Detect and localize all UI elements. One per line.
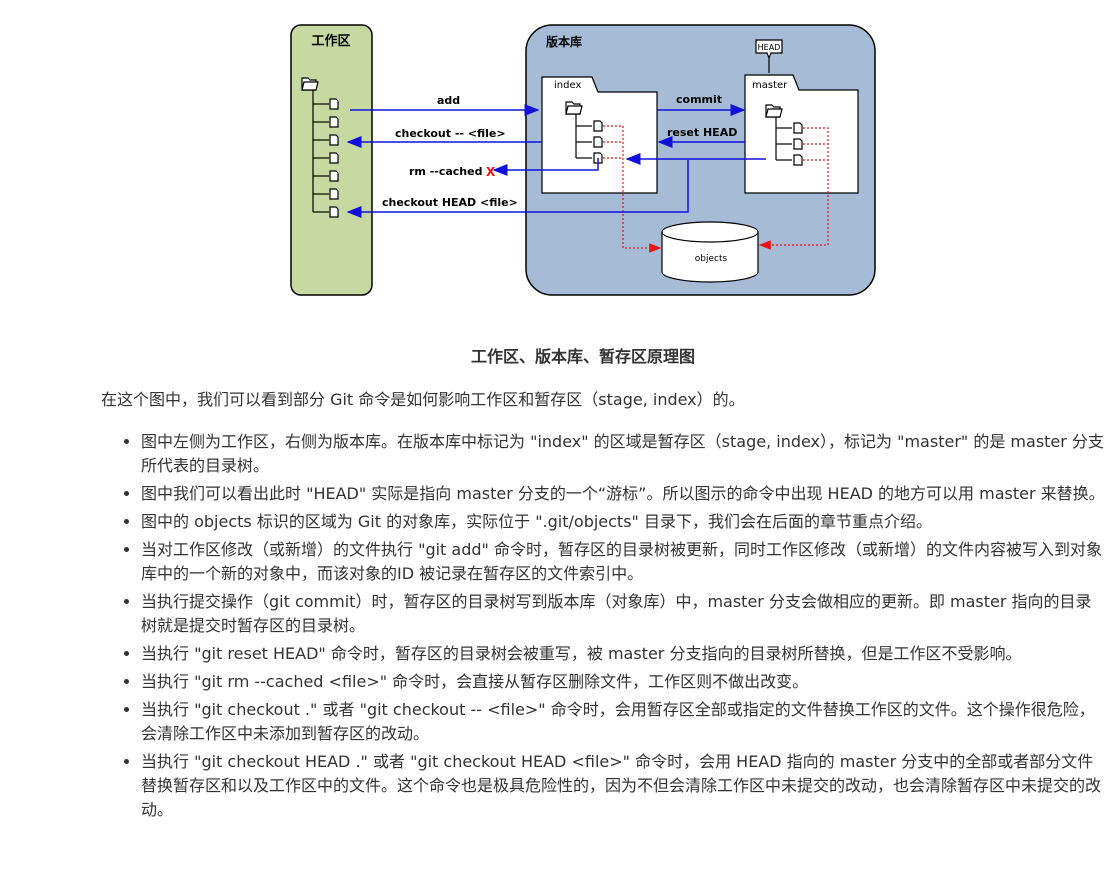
workspace-tree xyxy=(301,77,339,218)
add-label: add xyxy=(437,94,460,107)
explanation-list: 图中左侧为工作区，右侧为版本库。在版本库中标记为 "index" 的区域是暂存区… xyxy=(101,430,1106,826)
list-item: 当执行 "git reset HEAD" 命令时，暂存区的目录树会被重写，被 m… xyxy=(141,642,1106,666)
list-item: 当执行提交操作（git commit）时，暂存区的目录树写到版本库（对象库）中，… xyxy=(141,590,1106,638)
master-folder xyxy=(744,74,859,194)
list-item: 当执行 "git checkout HEAD ." 或者 "git checko… xyxy=(141,750,1106,822)
list-item: 当对工作区修改（或新增）的文件执行 "git add" 命令时，暂存区的目录树被… xyxy=(141,538,1106,586)
objects-label: objects xyxy=(695,254,728,264)
rm-cached-label: rm --cached xyxy=(409,165,482,178)
rm-cached-arrow xyxy=(492,158,599,176)
list-item: 图中左侧为工作区，右侧为版本库。在版本库中标记为 "index" 的区域是暂存区… xyxy=(141,430,1106,478)
head-label: HEAD xyxy=(758,43,781,52)
object-links xyxy=(603,125,829,253)
list-item: 当执行 "git checkout ." 或者 "git checkout --… xyxy=(141,698,1106,746)
git-areas-diagram: 工作区 版本库 HEAD index xyxy=(0,0,1116,320)
index-folder xyxy=(541,76,658,194)
checkout-file-label: checkout -- <file> xyxy=(395,127,506,140)
figure-caption: 工作区、版本库、暂存区原理图 xyxy=(470,347,695,366)
repository-title: 版本库 xyxy=(546,34,582,49)
command-arrows xyxy=(346,104,766,218)
rm-cached-x-mark: X xyxy=(486,165,496,179)
list-item: 当执行 "git rm --cached <file>" 命令时，会直接从暂存区… xyxy=(141,670,1106,694)
objects-store: objects xyxy=(661,221,759,283)
checkout-head-label: checkout HEAD <file> xyxy=(382,196,518,209)
checkout-head-arrow xyxy=(346,160,689,218)
list-item: 图中我们可以看出此时 "HEAD" 实际是指向 master 分支的一个“游标”… xyxy=(141,482,1106,506)
master-tree xyxy=(765,104,803,166)
intro-paragraph: 在这个图中，我们可以看到部分 Git 命令是如何影响工作区和暂存区（stage,… xyxy=(101,390,745,409)
commit-label: commit xyxy=(676,93,722,106)
master-label: master xyxy=(752,80,788,91)
list-item: 图中的 objects 标识的区域为 Git 的对象库，实际位于 ".git/o… xyxy=(141,510,1106,534)
reset-head-label: reset HEAD xyxy=(667,126,737,139)
index-label: index xyxy=(554,80,581,91)
head-pointer: HEAD xyxy=(755,39,783,73)
workspace-title: 工作区 xyxy=(311,33,350,49)
